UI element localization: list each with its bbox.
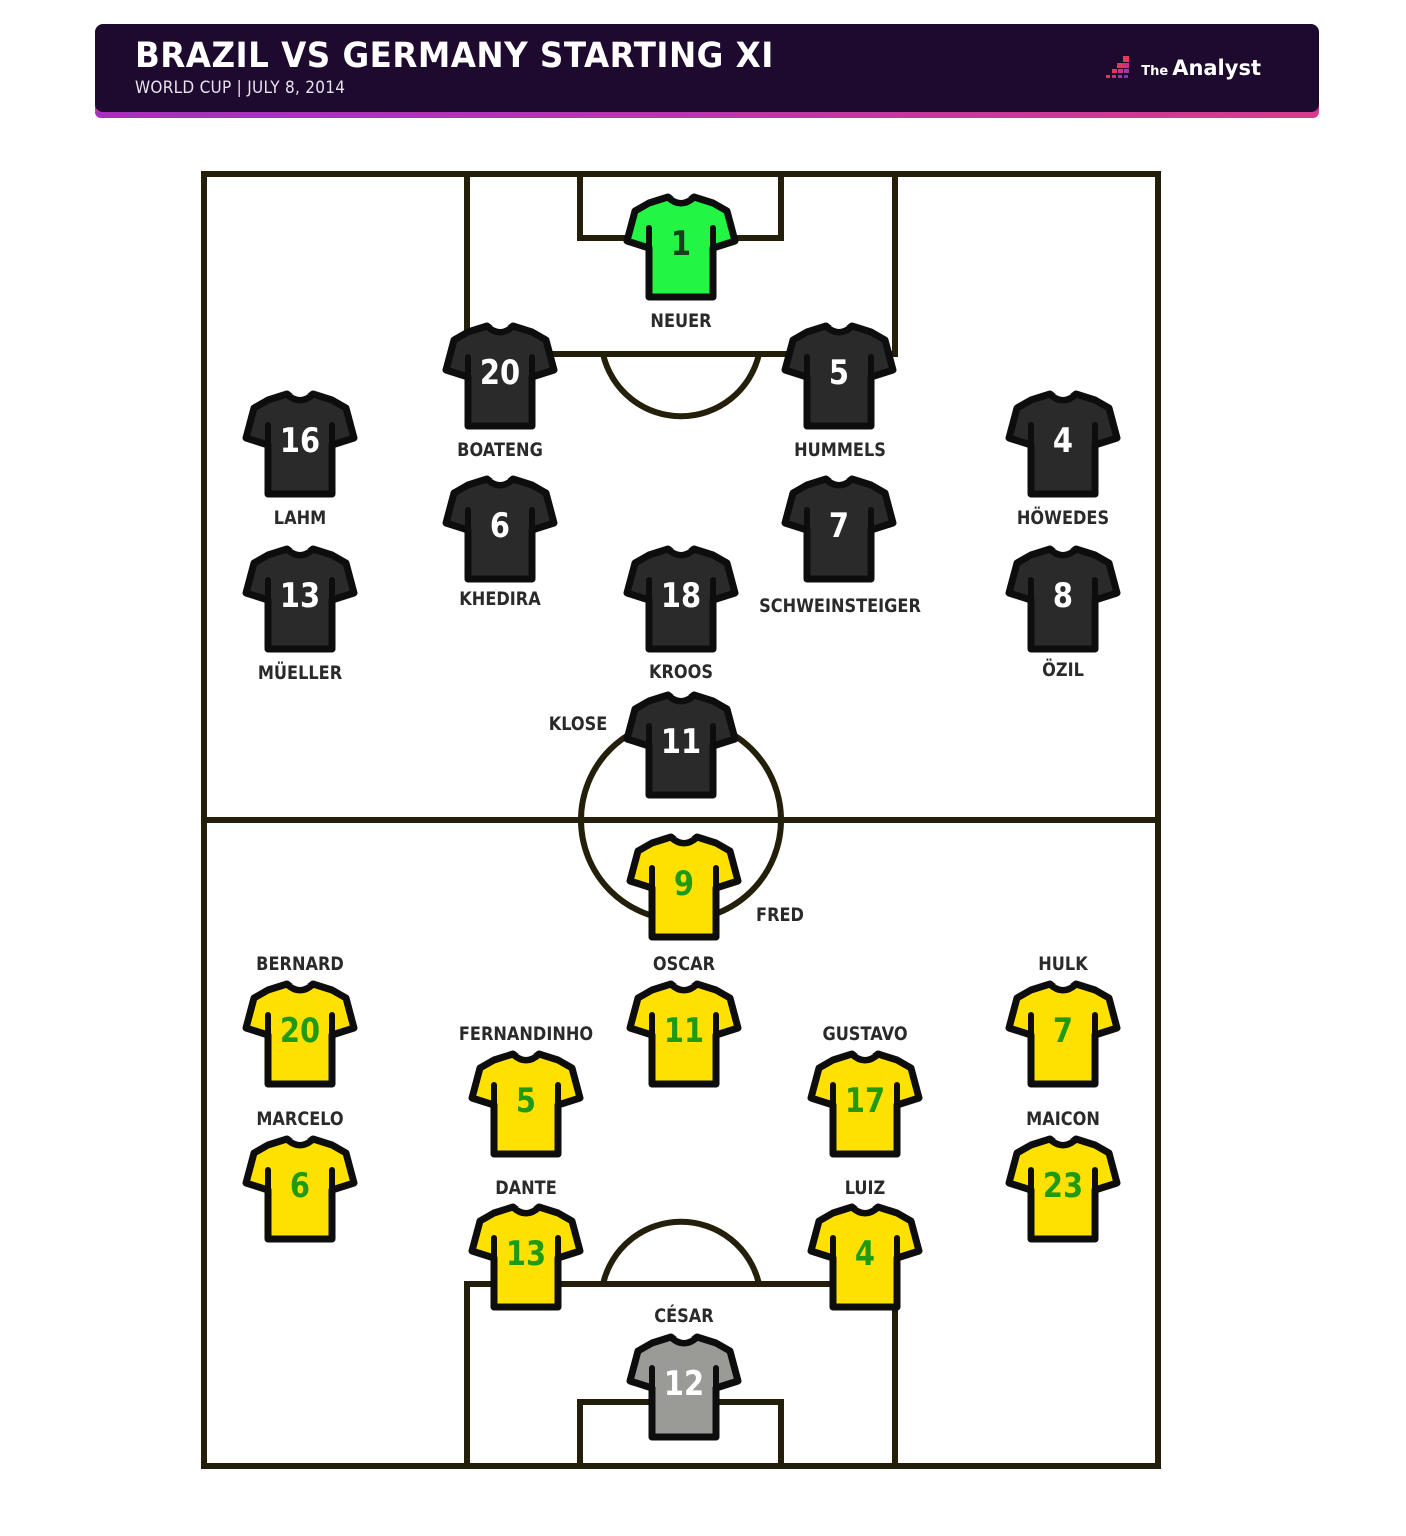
player-name: LAHM [273, 507, 327, 529]
player-shirt-icon: 4 [805, 1203, 925, 1313]
shirt-number: 12 [663, 1364, 705, 1404]
bottom-penalty-arc [600, 1218, 762, 1285]
player-name: KLOSE [548, 713, 608, 735]
top-penalty-box [464, 174, 898, 357]
player-shirt-icon: 8 [1003, 545, 1123, 655]
player-name: KHEDIRA [459, 588, 541, 610]
player-name: KROOS [648, 661, 714, 683]
player-shirt-icon: 5 [466, 1050, 586, 1160]
player-shirt-icon: 4 [1003, 390, 1123, 500]
player-shirt-icon: 12 [624, 1333, 744, 1443]
player-shirt-icon: 13 [240, 545, 360, 655]
player-shirt-icon: 7 [779, 475, 899, 585]
bar-steps-icon [1105, 54, 1135, 82]
shirt-number: 4 [1052, 421, 1074, 461]
shirt-number: 13 [279, 576, 321, 616]
player-name: SCHWEINSTEIGER [759, 595, 921, 617]
player-name: OSCAR [652, 953, 716, 975]
shirt-number: 5 [515, 1081, 537, 1121]
player-shirt-icon: 20 [440, 322, 560, 432]
player-shirt-icon: 1 [621, 193, 741, 303]
shirt-number: 7 [1052, 1011, 1074, 1051]
player-shirt-icon: 16 [240, 390, 360, 500]
shirt-number: 13 [505, 1234, 547, 1274]
player-name: FRED [756, 904, 804, 926]
shirt-number: 16 [279, 421, 321, 461]
player-shirt-icon: 18 [621, 545, 741, 655]
player-shirt-icon: 17 [805, 1050, 925, 1160]
shirt-number: 8 [1052, 576, 1074, 616]
player-name: DANTE [495, 1177, 557, 1199]
shirt-number: 7 [828, 506, 850, 546]
shirt-number: 17 [844, 1081, 886, 1121]
player-name: MAICON [1026, 1108, 1100, 1130]
shirt-number: 6 [289, 1166, 311, 1206]
shirt-number: 6 [489, 506, 511, 546]
header-banner: BRAZIL VS GERMANY STARTING XI WORLD CUP … [95, 24, 1319, 118]
player-name: LUIZ [844, 1177, 886, 1199]
player-shirt-icon: 13 [466, 1203, 586, 1313]
player-name: HÖWEDES [1016, 507, 1110, 529]
player-name: FERNANDINHO [458, 1023, 594, 1045]
shirt-number: 1 [670, 224, 692, 264]
player-shirt-icon: 5 [779, 322, 899, 432]
shirt-number: 9 [673, 864, 695, 904]
player-name: NEUER [650, 310, 712, 332]
player-shirt-icon: 9 [624, 833, 744, 943]
shirt-number: 5 [828, 353, 850, 393]
shirt-number: 4 [854, 1234, 876, 1274]
player-shirt-icon: 20 [240, 980, 360, 1090]
shirt-number: 20 [479, 353, 521, 393]
player-name: HUMMELS [794, 439, 886, 461]
player-name: BOATENG [457, 439, 543, 461]
page-subtitle: WORLD CUP | JULY 8, 2014 [135, 78, 346, 98]
player-name: GUSTAVO [822, 1023, 908, 1045]
shirt-number: 23 [1042, 1166, 1084, 1206]
player-shirt-icon: 6 [440, 475, 560, 585]
player-shirt-icon: 11 [621, 691, 741, 801]
player-name: ÖZIL [1042, 659, 1084, 681]
player-shirt-icon: 6 [240, 1135, 360, 1245]
top-penalty-arc [600, 353, 762, 420]
player-name: BERNARD [256, 953, 344, 975]
shirt-number: 20 [279, 1011, 321, 1051]
page-title: BRAZIL VS GERMANY STARTING XI [135, 36, 774, 76]
player-name: CÉSAR [654, 1305, 714, 1327]
player-shirt-icon: 11 [624, 980, 744, 1090]
shirt-number: 18 [660, 576, 702, 616]
player-shirt-icon: 23 [1003, 1135, 1123, 1245]
player-name: HULK [1038, 953, 1088, 975]
player-name: MARCELO [256, 1108, 344, 1130]
player-shirt-icon: 7 [1003, 980, 1123, 1090]
bottom-penalty-box [464, 1281, 898, 1466]
shirt-number: 11 [663, 1011, 705, 1051]
shirt-number: 11 [660, 722, 702, 762]
player-name: MÜELLER [257, 662, 343, 684]
